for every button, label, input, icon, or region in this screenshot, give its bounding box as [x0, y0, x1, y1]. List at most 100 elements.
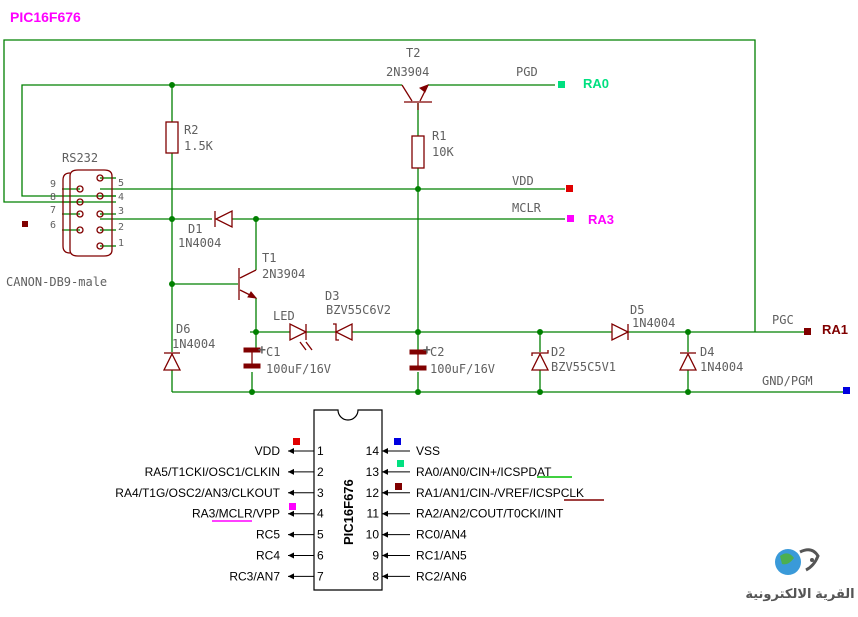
db9-pin-2: 2	[118, 222, 124, 233]
transistor-t2: T2 2N3904	[386, 46, 432, 110]
chip-pin-6: 6 RC4	[256, 549, 324, 563]
svg-text:D4: D4	[700, 345, 714, 359]
junction-dots	[169, 82, 691, 395]
chip-pin-1: 1 VDD	[255, 444, 324, 458]
svg-text:+: +	[423, 343, 431, 358]
svg-text:1N4004: 1N4004	[172, 337, 215, 351]
db9-pin-1: 1	[118, 238, 124, 249]
chip-pin-2: 2 RA5/T1CKI/OSC1/CLKIN	[145, 465, 324, 479]
connector-label: CANON-DB9-male	[6, 275, 107, 289]
capacitor-c1: + C1 100uF/16V	[243, 343, 331, 376]
mclr-marker	[567, 215, 574, 222]
chip-pin-number: 9	[372, 549, 379, 563]
chip-pin-7: 7 RC3/AN7	[229, 569, 324, 583]
svg-text:C2: C2	[430, 345, 444, 359]
chip-pin-number: 14	[366, 444, 380, 458]
chip-pin-label: RC5	[256, 528, 280, 542]
db9-pin-8: 8	[50, 192, 56, 203]
svg-text:R2: R2	[184, 123, 198, 137]
svg-text:1N4004: 1N4004	[632, 316, 675, 330]
chip-pin-number: 4	[317, 507, 324, 521]
svg-text:2N3904: 2N3904	[262, 267, 305, 281]
diode-d6: D6 1N4004	[162, 322, 215, 371]
chip-pin-number: 8	[372, 569, 379, 583]
led: LED	[273, 309, 313, 351]
pgc-marker	[804, 328, 811, 335]
rs232-connector: RS232 9 8 7 6 5 4 3 2 1 CANON-DB9-male	[6, 151, 124, 289]
rs232-label: RS232	[62, 151, 98, 165]
svg-text:D6: D6	[176, 322, 190, 336]
chip-pin-label: VDD	[255, 444, 281, 458]
svg-text:D3: D3	[325, 289, 339, 303]
chip-pin-label: RC1/AN5	[416, 549, 467, 563]
vdd-marker	[566, 185, 573, 192]
chip-pin-label: RC2/AN6	[416, 569, 467, 583]
diode-d5: D5 1N4004	[611, 303, 675, 342]
chip-pin-14: 14 VSS	[366, 444, 440, 458]
db9-pin-4: 4	[118, 192, 124, 203]
db9-pin-9: 9	[50, 179, 56, 190]
svg-text:C1: C1	[266, 345, 280, 359]
chip-pin-number: 3	[317, 486, 324, 500]
db9-pin-3: 3	[118, 206, 124, 217]
svg-text:BZV55C6V2: BZV55C6V2	[326, 303, 391, 317]
zener-d2: D2 BZV55C5V1	[530, 345, 616, 374]
chip-pin-label: RA5/T1CKI/OSC1/CLKIN	[145, 465, 280, 479]
db9-pin-5: 5	[118, 178, 124, 189]
diode-d4: D4 1N4004	[678, 345, 743, 374]
port-ra1: RA1	[822, 322, 848, 337]
zener-d3: D3 BZV55C6V2	[325, 289, 391, 342]
svg-text:LED: LED	[273, 309, 295, 323]
chip-pin-8: 8 RC2/AN6	[372, 569, 467, 583]
capacitor-c2: + C2 100uF/16V	[409, 343, 495, 376]
chip-left-pins: 1 VDD 2 RA5/T1CKI/OSC1/CLKIN 3 RA4/T1G/OSC2/A…	[115, 444, 324, 583]
chip-name: PIC16F676	[341, 479, 356, 545]
svg-text:T1: T1	[262, 251, 276, 265]
port-ra0: RA0	[583, 76, 609, 91]
net-gnd: GND/PGM	[762, 374, 813, 388]
pgd-marker	[558, 81, 565, 88]
chip-pin-number: 11	[367, 507, 380, 521]
resistor-r1: R1 10K	[411, 129, 454, 169]
svg-text:2N3904: 2N3904	[386, 65, 429, 79]
svg-text:T2: T2	[406, 46, 420, 60]
port-ra3: RA3	[588, 212, 614, 227]
svg-text:100uF/16V: 100uF/16V	[266, 362, 331, 376]
svg-text:10K: 10K	[432, 145, 454, 159]
chip-pin-number: 10	[366, 528, 380, 542]
chip-pin-number: 2	[317, 465, 324, 479]
chip-pin-number: 7	[317, 569, 324, 583]
chip-pin-label: RA2/AN2/COUT/T0CKI/INT	[416, 507, 564, 521]
chip-pin-label: RC4	[256, 549, 280, 563]
net-mclr: MCLR	[512, 201, 542, 215]
pgc-pin-marker	[395, 483, 402, 490]
chip-pin-label: RA3/MCLR/VPP	[192, 507, 280, 521]
db9-pin-6: 6	[50, 220, 56, 231]
chip-pin-label: VSS	[416, 444, 440, 458]
chip-pin-4: 4 RA3/MCLR/VPP	[192, 507, 324, 521]
chip-pin-number: 1	[317, 444, 324, 458]
chip-pin-number: 6	[317, 549, 324, 563]
chip-pin-label: RA0/AN0/CIN+/ICSPDAT	[416, 465, 552, 479]
svg-text:BZV55C5V1: BZV55C5V1	[551, 360, 616, 374]
svg-text:R1: R1	[432, 129, 446, 143]
net-pgc: PGC	[772, 313, 794, 327]
transistor-t1: T1 2N3904	[238, 251, 305, 300]
chip-pin-label: RC3/AN7	[229, 569, 280, 583]
logo-text: القرية الالكترونية	[745, 586, 854, 601]
diode-d1: D1 1N4004	[178, 209, 233, 250]
chip-pinout: PIC16F676	[313, 409, 383, 591]
vdd-pin-marker	[293, 438, 300, 445]
chip-pin-label: RA4/T1G/OSC2/AN3/CLKOUT	[115, 486, 280, 500]
chip-pin-11: 11 RA2/AN2/COUT/T0CKI/INT	[367, 507, 564, 521]
svg-text:D2: D2	[551, 345, 565, 359]
svg-text:1N4004: 1N4004	[700, 360, 743, 374]
gnd-marker	[843, 387, 850, 394]
net-vdd: VDD	[512, 174, 534, 188]
